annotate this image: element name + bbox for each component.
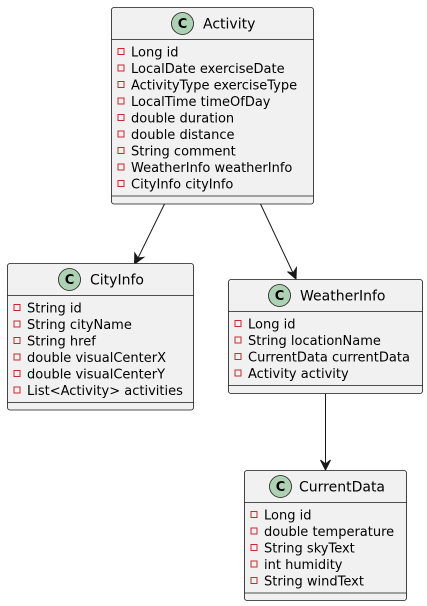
attribute-text: LocalDate exerciseDate [131, 62, 285, 77]
arrowhead [133, 251, 146, 266]
attribute-text: String locationName [248, 334, 381, 349]
class-type-glyph: C [65, 273, 75, 288]
attribute-text: Long id [131, 46, 178, 61]
attribute-text: double duration [131, 112, 234, 127]
private-visibility-icon [234, 353, 242, 360]
attribute-text: double visualCenterX [27, 351, 166, 366]
attribute-row: Long id [234, 318, 295, 333]
attribute-text: Long id [248, 318, 295, 333]
private-visibility-icon [13, 320, 21, 328]
edge-weatherinfo-to-currentdata [320, 394, 331, 472]
attribute-row: Long id [250, 509, 311, 524]
attribute-text: double visualCenterY [27, 368, 165, 383]
private-visibility-icon [250, 511, 258, 518]
class-type-c-icon [269, 475, 292, 498]
attribute-text: Activity activity [248, 367, 349, 382]
attribute-text: String cityName [27, 318, 132, 333]
private-visibility-icon [250, 527, 258, 535]
attribute-text: int humidity [264, 558, 343, 573]
private-visibility-icon [250, 560, 258, 568]
attribute-text: ActivityType exerciseType [131, 79, 297, 94]
edge-activity-to-weatherinfo [260, 203, 297, 281]
attribute-row: String locationName [234, 334, 381, 349]
private-visibility-icon [117, 64, 125, 72]
attribute-text: double temperature [264, 525, 394, 540]
class-name: WeatherInfo [300, 289, 385, 305]
attribute-row: String windText [250, 575, 364, 590]
private-visibility-icon [117, 114, 125, 121]
attribute-row: String comment [117, 145, 236, 160]
class-type-glyph: C [275, 289, 285, 304]
attribute-row: double temperature [250, 525, 394, 540]
private-visibility-icon [117, 97, 125, 105]
class-currentdata: C CurrentData Long id double temperature… [244, 470, 407, 601]
attribute-row: List<Activity> activities [13, 384, 183, 399]
private-visibility-icon [250, 544, 258, 551]
attribute-text: WeatherInfo weatherInfo [131, 161, 292, 176]
private-visibility-icon [234, 336, 242, 344]
attribute-row: WeatherInfo weatherInfo [117, 161, 292, 176]
attribute-text: String skyText [264, 542, 355, 557]
attribute-row: String skyText [250, 542, 355, 557]
private-visibility-icon [13, 370, 21, 377]
attribute-row: LocalDate exerciseDate [117, 62, 285, 77]
private-visibility-icon [117, 163, 125, 171]
private-visibility-icon [13, 337, 21, 344]
arrowhead [320, 459, 331, 472]
class-cityinfo: C CityInfo String id String cityName Str… [7, 263, 194, 411]
edge-activity-to-cityinfo [133, 203, 165, 266]
attribute-text: LocalTime timeOfDay [131, 95, 271, 110]
attribute-text: String comment [131, 145, 236, 160]
attribute-text: String windText [264, 575, 364, 590]
attribute-row: int humidity [250, 558, 343, 573]
attribute-row: LocalTime timeOfDay [117, 95, 271, 110]
attribute-text: List<Activity> activities [27, 384, 183, 399]
private-visibility-icon [13, 353, 21, 361]
class-name: Activity [203, 17, 255, 33]
attribute-row: Activity activity [234, 367, 349, 382]
attribute-row: CityInfo cityInfo [117, 178, 233, 193]
private-visibility-icon [234, 320, 242, 327]
private-visibility-icon [117, 81, 125, 88]
attribute-text: CurrentData currentData [248, 351, 410, 366]
private-visibility-icon [117, 180, 125, 187]
private-visibility-icon [234, 369, 242, 377]
private-visibility-icon [13, 304, 21, 311]
class-type-c-icon [58, 268, 81, 291]
private-visibility-icon [13, 386, 21, 394]
class-type-c-icon [268, 284, 291, 307]
class-activity: C Activity Long id LocalDate exerciseDat… [111, 7, 314, 205]
class-type-glyph: C [276, 480, 286, 495]
attribute-row: Long id [117, 46, 178, 61]
class-weatherinfo: C WeatherInfo Long id String locationNam… [228, 279, 423, 394]
attribute-row: CurrentData currentData [234, 351, 410, 366]
attribute-row: String id [13, 302, 82, 317]
class-type-c-icon [171, 12, 194, 35]
attribute-row: double visualCenterX [13, 351, 166, 366]
attribute-text: String id [27, 302, 82, 317]
arrowhead [287, 265, 297, 281]
private-visibility-icon [250, 577, 258, 584]
private-visibility-icon [117, 48, 125, 55]
attribute-row: String href [13, 335, 96, 350]
private-visibility-icon [117, 147, 125, 154]
class-name: CityInfo [90, 273, 144, 289]
attribute-text: CityInfo cityInfo [131, 178, 233, 193]
attribute-text: Long id [264, 509, 311, 524]
attribute-text: double distance [131, 128, 235, 143]
attribute-row: double distance [117, 128, 235, 143]
class-type-glyph: C [178, 17, 188, 32]
edges [133, 203, 331, 472]
attribute-row: ActivityType exerciseType [117, 79, 297, 94]
attribute-row: double duration [117, 112, 234, 127]
attribute-row: double visualCenterY [13, 368, 165, 383]
attribute-row: String cityName [13, 318, 132, 333]
class-name: CurrentData [299, 480, 385, 496]
private-visibility-icon [117, 130, 125, 138]
attribute-text: String href [27, 335, 96, 350]
